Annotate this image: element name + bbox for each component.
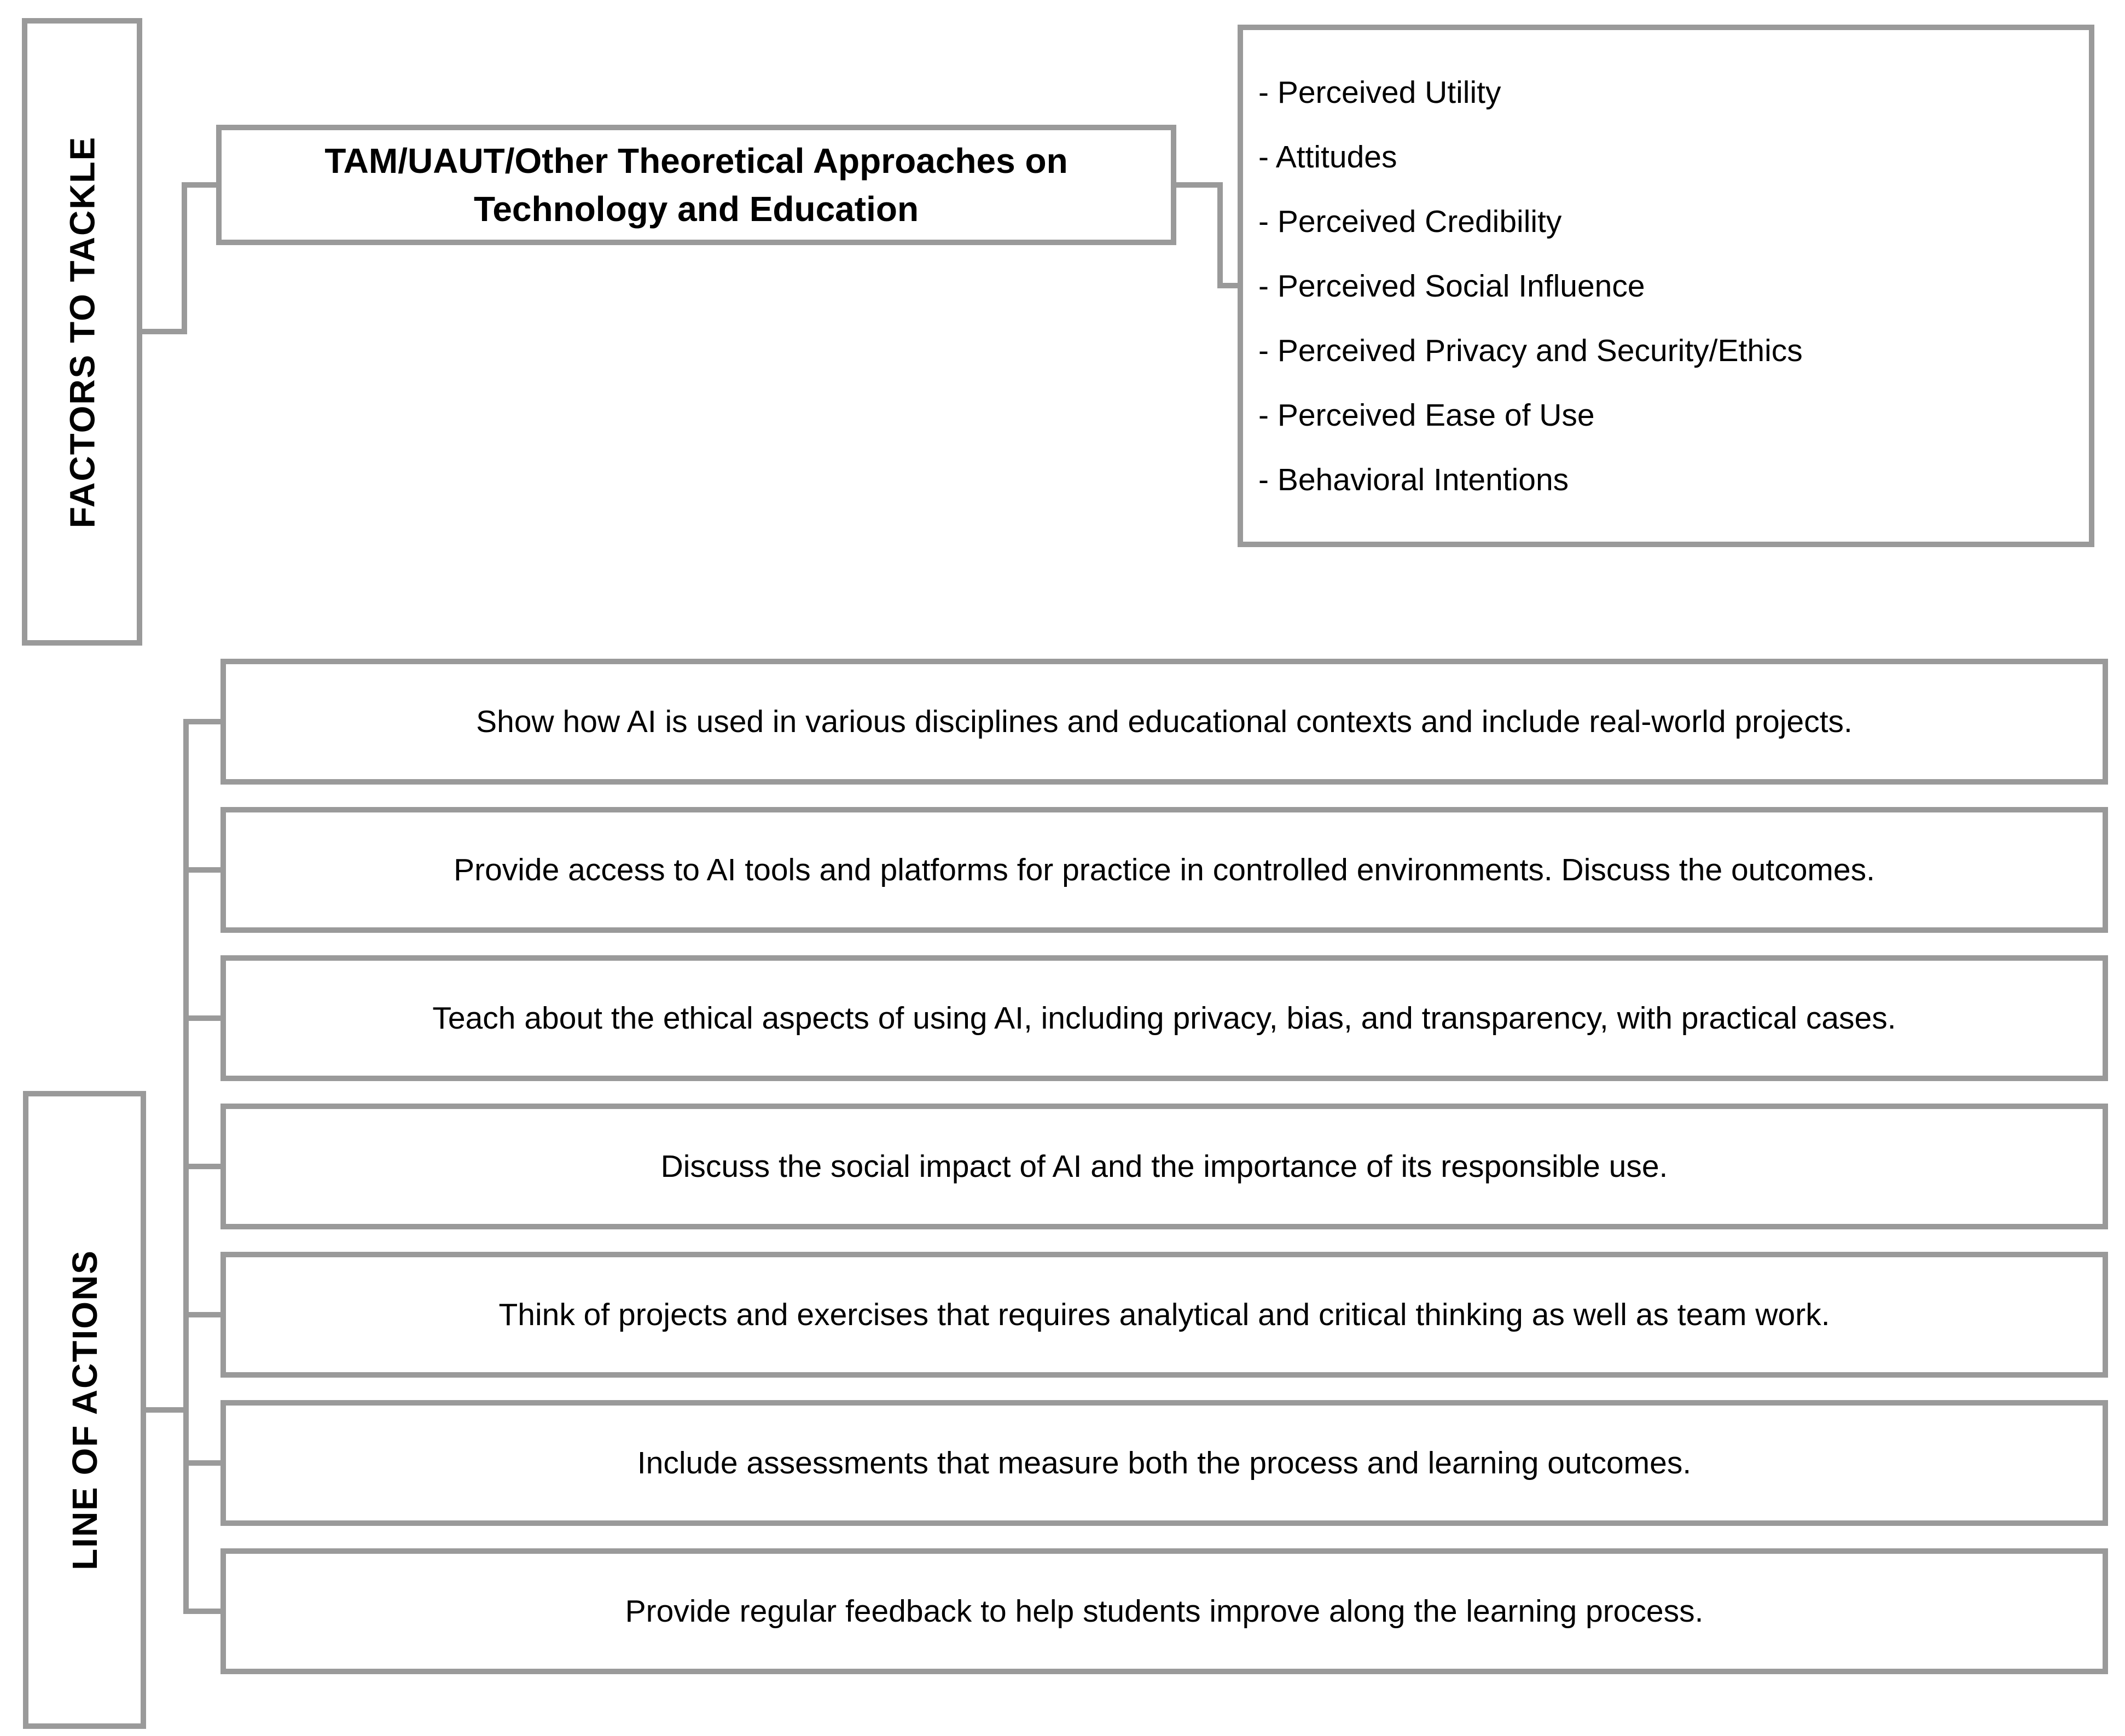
factors-to-tackle-label: FACTORS TO TACKLE [62,136,102,528]
line-of-actions-box: LINE OF ACTIONS [23,1091,146,1729]
factor-item: - Perceived Ease of Use [1258,383,2089,448]
connector-action-branch [189,1609,220,1614]
action-box: Teach about the ethical aspects of using… [220,955,2108,1081]
action-text: Discuss the social impact of AI and the … [660,1149,1668,1184]
bullet-dash: - [1258,462,1278,497]
connector-factors-stub [142,329,182,334]
connector-theory-stub [1176,182,1217,188]
connector-action-branch [189,1312,220,1317]
action-text: Think of projects and exercises that req… [498,1297,1830,1332]
factor-label: Perceived Privacy and Security/Ethics [1277,333,1803,368]
connector-action-branch [189,1164,220,1169]
bullet-dash: - [1258,333,1278,368]
factor-label: Attitudes [1275,139,1397,175]
factor-item: - Perceived Utility [1258,60,2089,125]
action-text: Provide regular feedback to help student… [625,1594,1704,1629]
theory-title-line2: Technology and Education [473,189,919,229]
bullet-dash: - [1258,139,1276,175]
factor-label: Perceived Utility [1277,74,1501,110]
factor-label: Behavioral Intentions [1277,462,1569,497]
action-text: Provide access to AI tools and platforms… [454,852,1875,887]
connector-factors-vertical [182,182,187,334]
bullet-dash: - [1258,74,1278,110]
connector-action-branch [189,719,220,724]
bullet-dash: - [1258,204,1278,239]
theory-title-line1: TAM/UAUT/Other Theoretical Approaches on [324,141,1068,181]
factor-label: Perceived Social Influence [1277,268,1645,304]
connector-action-branch [189,1460,220,1466]
connector-action-branch [189,1015,220,1021]
action-text: Teach about the ethical aspects of using… [432,1001,1896,1036]
connector-theory-to-list [1223,283,1238,288]
theory-approaches-box: TAM/UAUT/Other Theoretical Approaches on… [216,125,1176,245]
connector-factors-to-theory [187,182,216,188]
action-box: Provide access to AI tools and platforms… [220,807,2108,933]
factors-to-tackle-box: FACTORS TO TACKLE [22,18,142,646]
action-text: Show how AI is used in various disciplin… [476,704,1853,739]
action-box: Show how AI is used in various disciplin… [220,659,2108,785]
factor-label: Perceived Credibility [1277,204,1562,239]
connector-theory-vertical [1217,182,1223,288]
factor-item: - Attitudes [1258,125,2089,189]
factor-item: - Behavioral Intentions [1258,448,2089,512]
line-of-actions-label: LINE OF ACTIONS [65,1250,104,1570]
action-box: Provide regular feedback to help student… [220,1548,2108,1674]
action-box: Discuss the social impact of AI and the … [220,1104,2108,1229]
factor-label: Perceived Ease of Use [1277,397,1595,433]
action-text: Include assessments that measure both th… [637,1445,1692,1480]
factor-item: - Perceived Credibility [1258,189,2089,254]
connector-action-branch [189,867,220,873]
factor-item: - Perceived Privacy and Security/Ethics [1258,318,2089,383]
factors-list-box: - Perceived Utility - Attitudes - Percei… [1238,25,2094,547]
action-box: Think of projects and exercises that req… [220,1252,2108,1378]
bullet-dash: - [1258,268,1278,304]
connector-actions-trunk [183,719,189,1614]
factor-item: - Perceived Social Influence [1258,254,2089,318]
action-box: Include assessments that measure both th… [220,1400,2108,1526]
connector-actions-stub [146,1407,183,1413]
bullet-dash: - [1258,397,1278,433]
